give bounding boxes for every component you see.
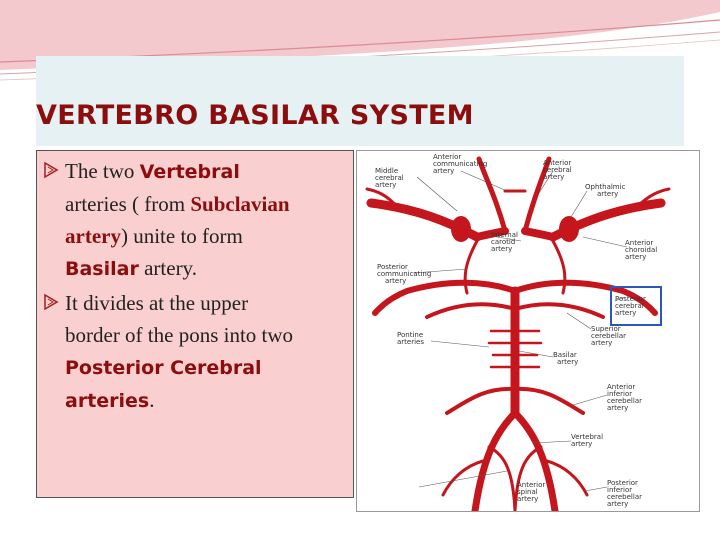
bullet-1-line-2: arteries ( from Subclavian bbox=[43, 188, 349, 220]
bullet-2-line-1: It divides at the upper bbox=[65, 291, 249, 315]
text-run: . bbox=[149, 388, 155, 412]
internal-carotid-bulb bbox=[559, 216, 579, 242]
bullet-1-line-4: Basilar artery. bbox=[43, 252, 349, 285]
internal-carotid-bulb bbox=[451, 216, 471, 242]
text-run: The two bbox=[65, 159, 140, 183]
text-run: ) unite to form bbox=[120, 224, 243, 248]
bullet-2-line-4: arteries. bbox=[43, 384, 349, 417]
label-leader-lines bbox=[412, 170, 628, 492]
slide-title: VERTEBRO BASILAR SYSTEM bbox=[36, 100, 474, 131]
text-run: arteries ( from bbox=[65, 192, 191, 216]
term-arteries: arteries bbox=[65, 390, 150, 412]
bullet-2: It divides at the upper border of the po… bbox=[43, 287, 349, 417]
term-basilar: Basilar bbox=[65, 258, 139, 280]
title-band bbox=[36, 56, 684, 146]
term-posterior-cerebral: Posterior Cerebral bbox=[65, 357, 262, 379]
bullet-text-box: The two Vertebral arteries ( from Subcla… bbox=[36, 150, 354, 498]
artery-vessels bbox=[365, 156, 671, 511]
bullet-arrow-icon bbox=[43, 159, 61, 179]
term-artery: artery bbox=[65, 224, 121, 248]
posterior-cerebral-highlight-box bbox=[610, 286, 662, 326]
bullet-arrow-icon bbox=[43, 291, 61, 311]
bullet-1-line-1: The two Vertebral bbox=[43, 155, 349, 188]
bullet-2-line-2: border of the pons into two bbox=[65, 323, 294, 347]
bullet-1-line-3: artery) unite to form bbox=[43, 220, 349, 252]
term-subclavian: Subclavian bbox=[190, 192, 290, 216]
term-vertebral: Vertebral bbox=[139, 161, 240, 183]
bullet-1: The two Vertebral arteries ( from Subcla… bbox=[43, 155, 349, 285]
bullet-2-line-3: Posterior Cerebral bbox=[43, 351, 349, 384]
text-run: artery. bbox=[138, 256, 197, 280]
